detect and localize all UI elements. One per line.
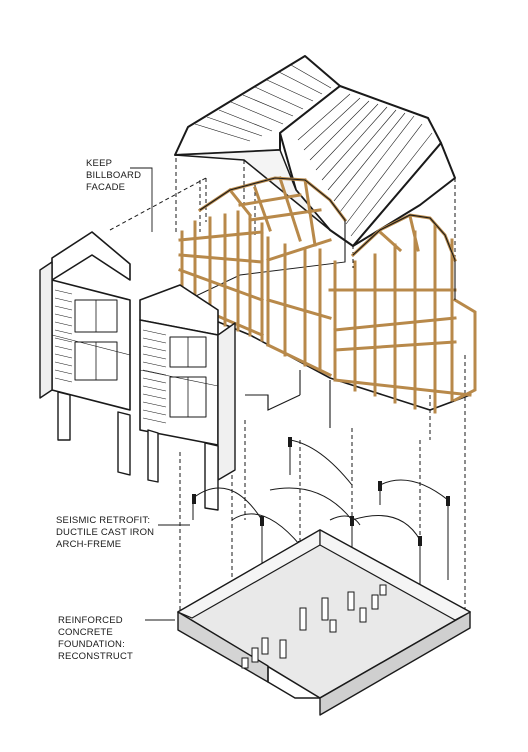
label-seismic-retrofit: SEISMIC RETROFIT: DUCTILE CAST IRON ARCH… [56, 515, 154, 551]
label-seismic-retrofit-line2: DUCTILE CAST IRON [56, 527, 155, 538]
label-seismic-retrofit-line1: SEISMIC RETROFIT: [56, 515, 151, 526]
label-keep-facade-line1: KEEP [86, 158, 113, 169]
projection-lines [109, 158, 466, 615]
roof-seams [194, 64, 433, 237]
concrete-foundation [177, 529, 471, 716]
foundation-piers [241, 584, 387, 669]
facade-siding-lines [51, 289, 219, 424]
timber-frame-edges [199, 177, 456, 428]
label-foundation: REINFORCED CONCRETE FOUNDATION: RECONSTR… [58, 615, 133, 663]
label-seismic-retrofit-line3: ARCH-FREME [56, 539, 122, 550]
label-foundation-line3: FOUNDATION: [58, 639, 125, 650]
label-keep-facade-line3: FACADE [86, 182, 126, 193]
label-foundation-line1: REINFORCED [58, 615, 123, 626]
label-leaders [130, 167, 190, 621]
roof-shell [174, 55, 456, 247]
label-keep-facade-line2: BILLBOARD [86, 170, 142, 181]
billboard-facade [39, 231, 236, 511]
label-foundation-line2: CONCRETE [58, 627, 113, 638]
label-keep-facade: KEEP BILLBOARD FACADE [86, 158, 141, 194]
label-foundation-line4: RECONSTRUCT [58, 651, 134, 662]
